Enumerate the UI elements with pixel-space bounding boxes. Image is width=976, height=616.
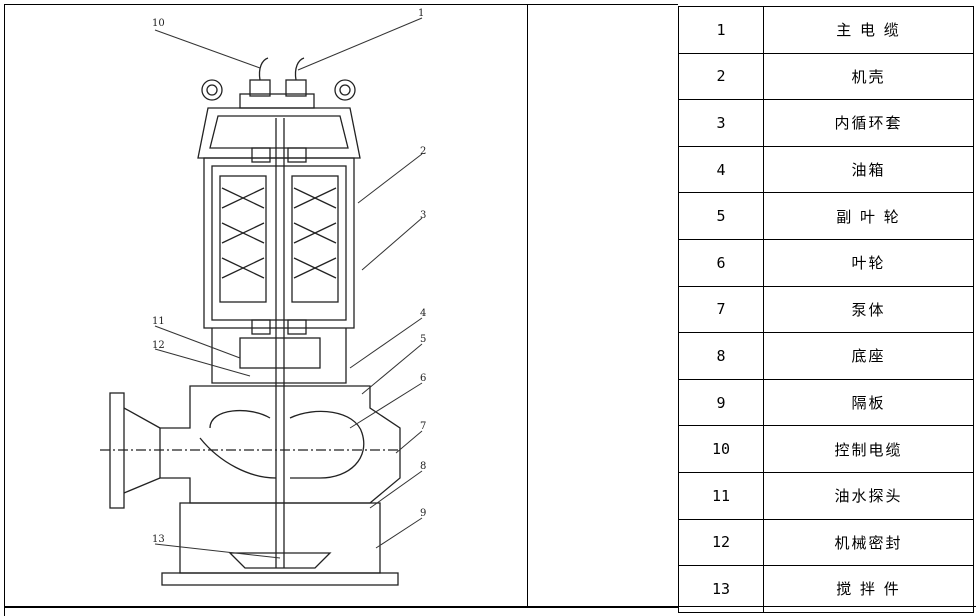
part-number: 10 (678, 425, 764, 473)
part-number: 2 (678, 52, 764, 101)
part-name: 主 电 缆 (763, 6, 974, 54)
callout-3: 3 (420, 210, 426, 221)
callout-7: 7 (420, 421, 426, 432)
drawing-panel (4, 4, 528, 608)
part-number: 8 (678, 332, 764, 380)
part-number: 13 (678, 565, 764, 613)
part-number: 4 (678, 145, 764, 194)
part-name: 油箱 (763, 145, 974, 194)
pump-cross-section-drawing: 10 1 2 3 11 12 4 5 6 7 8 9 13 (100, 8, 426, 586)
callout-6: 6 (420, 373, 426, 384)
part-number: 6 (678, 238, 764, 287)
callout-1: 1 (418, 8, 424, 19)
part-name: 油水探头 (763, 471, 974, 520)
part-name: 机壳 (763, 52, 974, 101)
part-number: 9 (678, 378, 764, 427)
part-number: 3 (678, 99, 764, 147)
bottom-row (4, 606, 976, 616)
blank-column (528, 4, 678, 608)
part-name: 叶轮 (763, 238, 974, 287)
part-name: 控制电缆 (763, 425, 974, 473)
callout-8: 8 (420, 461, 426, 472)
part-name: 内循环套 (763, 99, 974, 147)
callout-9: 9 (420, 508, 426, 519)
part-name: 机械密封 (763, 518, 974, 567)
callout-13: 13 (152, 534, 165, 545)
part-number: 11 (678, 471, 764, 520)
part-number: 7 (678, 285, 764, 334)
callout-5: 5 (420, 334, 426, 345)
part-number: 5 (678, 192, 764, 240)
callout-10: 10 (152, 18, 165, 29)
callout-4: 4 (420, 308, 426, 319)
callout-12: 12 (152, 340, 165, 351)
part-number: 12 (678, 518, 764, 567)
part-name: 底座 (763, 332, 974, 380)
part-name: 泵体 (763, 285, 974, 334)
part-name: 副 叶 轮 (763, 192, 974, 240)
part-name: 搅 拌 件 (763, 565, 974, 613)
part-number: 1 (678, 6, 764, 54)
callout-2: 2 (420, 146, 426, 157)
callout-11: 11 (152, 316, 165, 327)
part-name: 隔板 (763, 378, 974, 427)
